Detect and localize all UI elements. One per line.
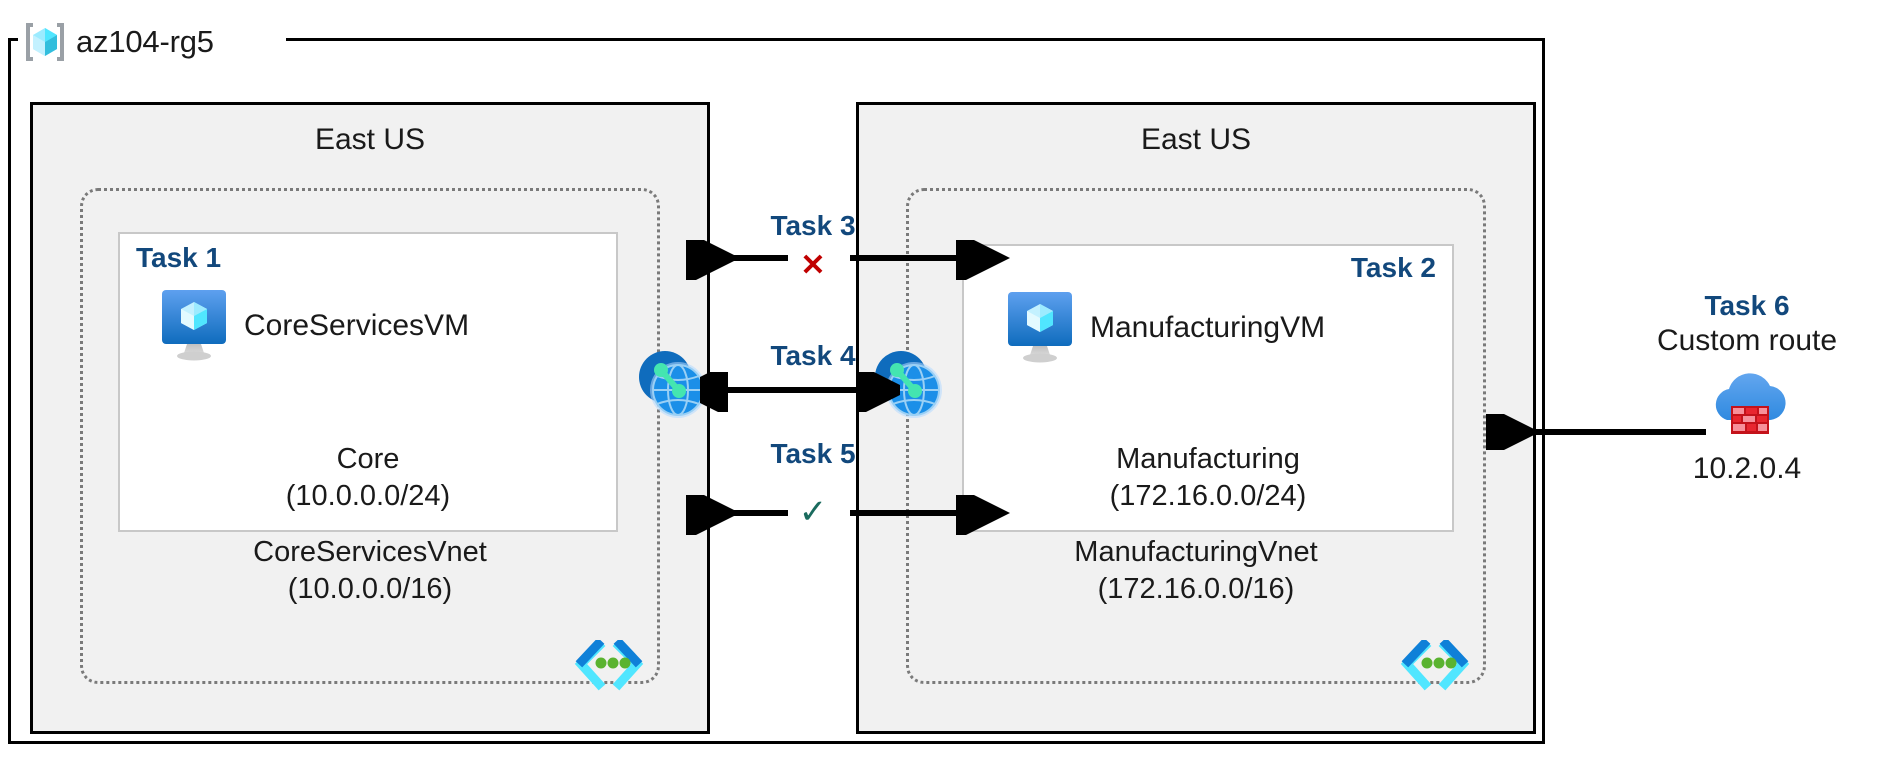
task-2-label: Task 2	[1350, 252, 1436, 283]
vnet-name-core: CoreServicesVnet	[253, 535, 487, 568]
subnet-name-core: Core	[336, 442, 400, 475]
task-6-ip-address: 10.2.0.4	[1692, 452, 1802, 485]
virtual-machine-icon	[158, 288, 230, 364]
task-6-route-arrow	[1486, 414, 1706, 450]
vnet-cidr-manufacturing: (172.16.0.0/16)	[1097, 573, 1295, 606]
task-5-label: Task 5	[770, 438, 856, 469]
vm-core-row: CoreServicesVM	[158, 288, 469, 364]
vnet-icon-core	[573, 637, 645, 698]
task-3-label: Task 3	[770, 210, 856, 241]
subnet-label-core: Core (10.0.0.0/24)	[120, 441, 616, 516]
task-5-status-icon: ✓	[798, 493, 828, 531]
task-3-status-icon: ✕	[800, 249, 826, 282]
vnet-box-manufacturing: ManufacturingVnet (172.16.0.0/16)	[906, 188, 1486, 684]
subnet-box-core: Task 1	[118, 232, 618, 532]
vnet-label-core: CoreServicesVnet (10.0.0.0/16)	[83, 534, 657, 609]
virtual-machine-icon	[1004, 290, 1076, 366]
vm-name-manufacturing: ManufacturingVM	[1090, 311, 1326, 344]
subnet-cidr-core: (10.0.0.0/24)	[285, 480, 451, 513]
subnet-label-manufacturing: Manufacturing (172.16.0.0/24)	[964, 441, 1452, 516]
task-6-subtitle: Custom route	[1656, 324, 1838, 357]
subnet-box-manufacturing: Task 2	[962, 244, 1454, 532]
task-4-arrow	[700, 372, 900, 412]
vnet-label-manufacturing: ManufacturingVnet (172.16.0.0/16)	[909, 534, 1483, 609]
vm-manufacturing-row: ManufacturingVM	[1004, 290, 1325, 366]
task-6-group: Task 6 Custom route	[1612, 290, 1882, 486]
task-1-label: Task 1	[136, 242, 222, 273]
vnet-box-core: CoreServicesVnet (10.0.0.0/16)	[80, 188, 660, 684]
vnet-icon-manufacturing	[1399, 637, 1471, 698]
vnet-cidr-core: (10.0.0.0/16)	[287, 573, 453, 606]
region-label-left: East US	[314, 123, 426, 156]
task-6-label: Task 6	[1704, 290, 1790, 321]
vnet-name-manufacturing: ManufacturingVnet	[1074, 535, 1318, 568]
vnet-peering-icon-left	[632, 344, 714, 431]
resource-group-frame	[8, 38, 1545, 744]
task-4-label: Task 4	[770, 340, 856, 371]
resource-group-header: az104-rg5	[22, 16, 214, 68]
azure-resource-group-icon	[22, 19, 68, 65]
task-3-arrows	[686, 240, 1010, 280]
resource-group-name: az104-rg5	[76, 24, 214, 59]
subnet-name-manufacturing: Manufacturing	[1116, 442, 1300, 475]
task-5-arrows	[686, 495, 1010, 535]
subnet-cidr-manufacturing: (172.16.0.0/24)	[1109, 480, 1307, 513]
azure-firewall-icon	[1612, 366, 1882, 444]
region-label-right: East US	[1140, 123, 1252, 156]
vm-name-core: CoreServicesVM	[244, 309, 470, 342]
